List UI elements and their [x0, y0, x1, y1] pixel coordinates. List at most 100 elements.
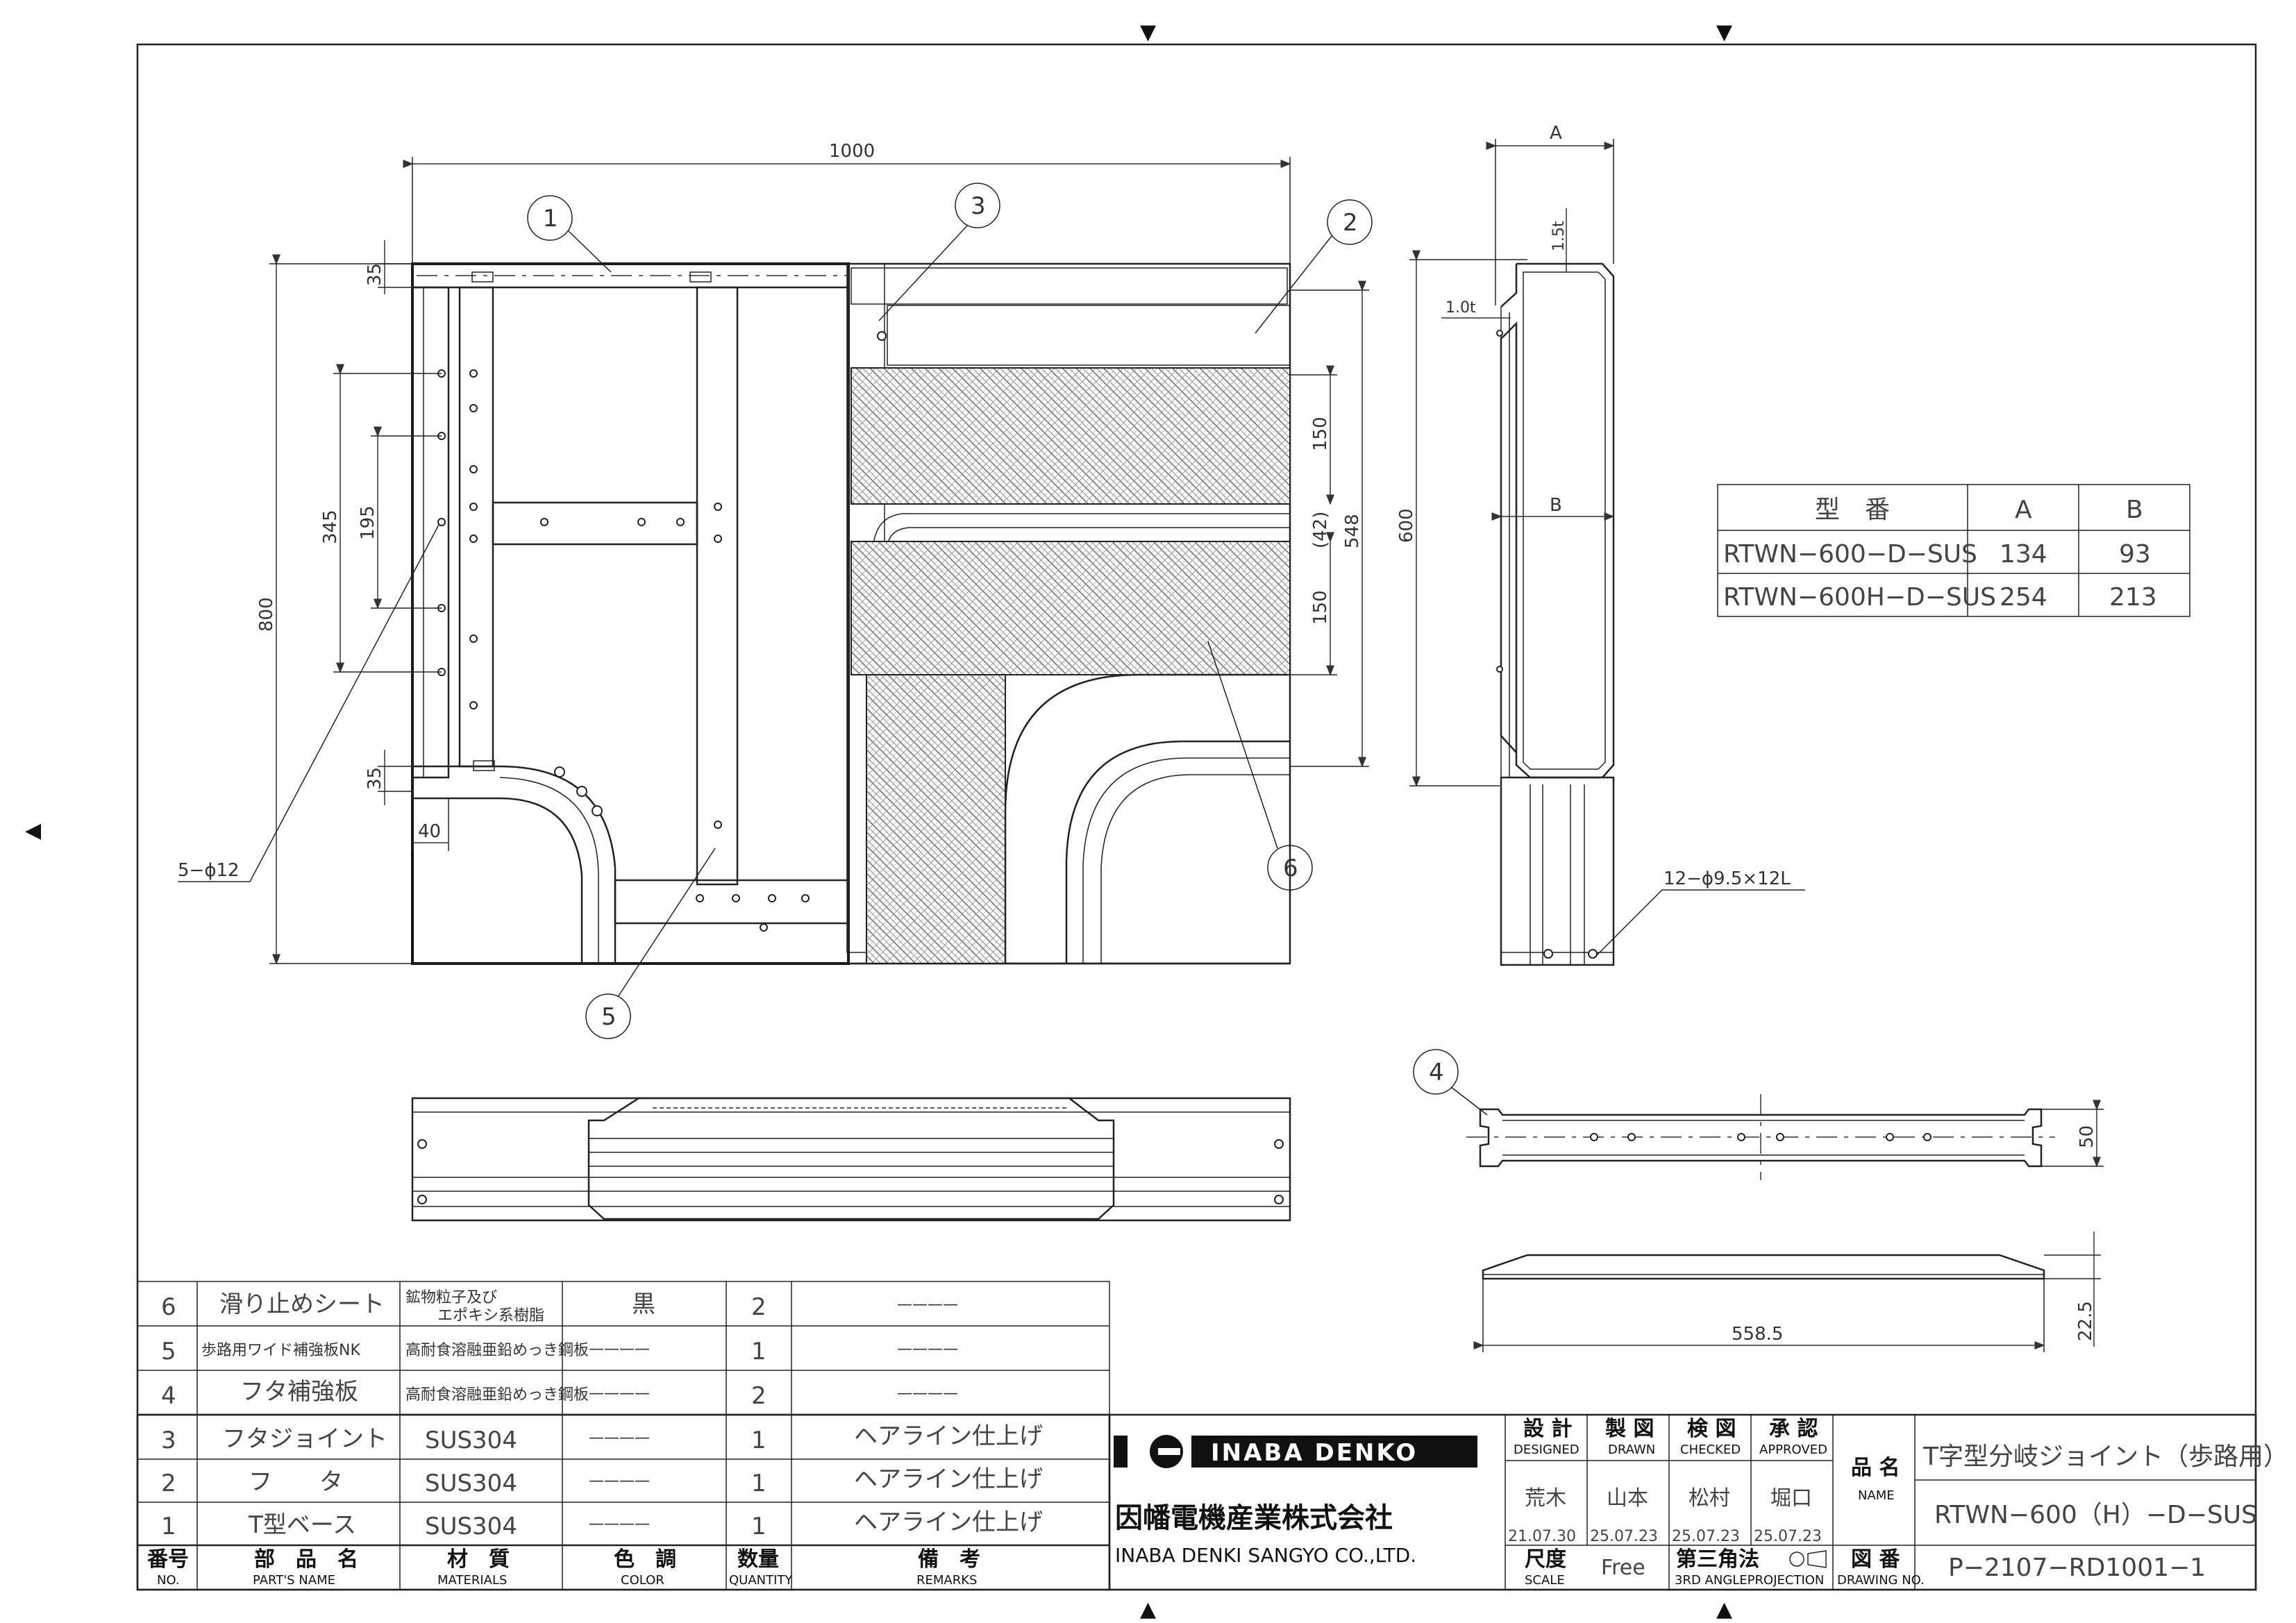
- approver-date: 25.07.23: [1754, 1528, 1822, 1545]
- part-3-qty: 1: [751, 1427, 766, 1454]
- part-6-name: 滑り止めシート: [219, 1290, 385, 1318]
- part-3-no: 3: [161, 1427, 176, 1454]
- balloon-group: 1 2 3 4 5 6: [527, 183, 1488, 1116]
- part-2-no: 2: [161, 1470, 176, 1497]
- part-2-qty: 1: [751, 1470, 766, 1497]
- center-marker-left: ◀: [25, 818, 41, 843]
- part-1-no: 1: [161, 1513, 176, 1540]
- dim-height-800: 800: [256, 597, 277, 632]
- center-marker-bottom-right: ▲: [1716, 1597, 1732, 1622]
- company-name-jp: 因幡電機産業株式会社: [1115, 1502, 1393, 1534]
- designer-name: 荒木: [1525, 1486, 1566, 1511]
- parts-list: 6 滑り止めシート 鉱物粒子及び エポキシ系樹脂 黒 2 ———— 5 歩路用ワ…: [136, 1281, 1111, 1591]
- parts-header-color-en: COLOR: [621, 1573, 664, 1588]
- part-3-remarks: ヘアライン仕上げ: [854, 1422, 1043, 1450]
- part-1-color: ————: [589, 1515, 650, 1533]
- title-block: INABA DENKO 因幡電機産業株式会社 INABA DENKI SANGY…: [1108, 1413, 2288, 1591]
- drafter-date: 25.07.23: [1590, 1528, 1658, 1545]
- front-view: [411, 1097, 1291, 1222]
- part-6-color: 黒: [632, 1290, 655, 1318]
- dim-depth-548: 548: [1342, 514, 1363, 548]
- center-marker-top-left: ▼: [1140, 20, 1156, 44]
- dim-gap-42: (42): [1310, 512, 1331, 548]
- balloon-6: 6: [1283, 855, 1298, 882]
- checked-label-en: CHECKED: [1680, 1443, 1741, 1457]
- name-label-en: NAME: [1858, 1488, 1895, 1503]
- approved-label-jp: 承 認: [1769, 1417, 1818, 1441]
- note-holes-right: 12−ϕ9.5×12L: [1664, 868, 1791, 889]
- balloon-1: 1: [543, 205, 558, 233]
- model-table-row2-b: 213: [2109, 583, 2157, 612]
- center-marker-top-right: ▼: [1716, 20, 1732, 44]
- drawing-no-label-jp: 図 番: [1851, 1547, 1900, 1572]
- projection-symbol-icon: [1789, 1551, 1804, 1567]
- part-3-color: ————: [589, 1429, 650, 1447]
- part-4-name: フタ補強板: [240, 1378, 358, 1406]
- dim-overall-width: 1000: [829, 141, 875, 162]
- approved-label-en: APPROVED: [1759, 1443, 1827, 1457]
- side-view: A B 1.5t 1.0t 600 12−ϕ9.5×12L: [1396, 123, 1805, 966]
- dim-height-50: 50: [2077, 1125, 2097, 1148]
- scale-value: Free: [1601, 1556, 1645, 1580]
- drawing-no-label-en: DRAWING NO.: [1837, 1573, 1925, 1588]
- note-holes-left: 5−ϕ12: [178, 860, 240, 881]
- designed-label-jp: 設 計: [1523, 1417, 1572, 1441]
- part-5-no: 5: [161, 1338, 176, 1365]
- parts-header-remarks-en: REMARKS: [916, 1573, 977, 1588]
- dim-upper-150: 150: [1310, 417, 1331, 451]
- projection-label-jp: 第三角法: [1676, 1547, 1759, 1572]
- part-2-material: SUS304: [425, 1470, 517, 1497]
- checker-date: 25.07.23: [1672, 1528, 1740, 1545]
- parts-header-no-jp: 番号: [147, 1547, 189, 1572]
- part-6-remarks: ————: [897, 1296, 958, 1313]
- dim-thickness-15: 1.5t: [1550, 221, 1568, 251]
- model-table-row2-model: RTWN−600H−D−SUS: [1723, 583, 1996, 612]
- dim-height-225: 22.5: [2075, 1301, 2096, 1341]
- part-4-no: 4: [161, 1382, 176, 1410]
- part-1-qty: 1: [751, 1513, 766, 1540]
- model-table-row1-b: 93: [2119, 540, 2151, 569]
- designed-label-en: DESIGNED: [1514, 1443, 1579, 1457]
- balloon-5: 5: [601, 1003, 617, 1031]
- part-5-color: ————: [589, 1340, 650, 1358]
- part-4-material: 高耐食溶融亜鉛めっき鋼板: [405, 1386, 589, 1404]
- balloon-3: 3: [971, 192, 986, 220]
- dim-side-600: 600: [1396, 508, 1417, 543]
- name-label-jp: 品 名: [1851, 1456, 1900, 1480]
- dim-lower-150: 150: [1310, 590, 1331, 625]
- designer-date: 21.07.30: [1508, 1528, 1576, 1545]
- scale-label-en: SCALE: [1525, 1573, 1565, 1588]
- part-5-qty: 1: [751, 1338, 766, 1365]
- part-4-remarks: ————: [897, 1385, 958, 1402]
- plan-view: 1000 800 345 195 35 35 40 150 (42) 150: [178, 141, 1369, 965]
- part-6-material-line2: エポキシ系樹脂: [437, 1307, 544, 1325]
- part-2-remarks: ヘアライン仕上げ: [854, 1465, 1043, 1493]
- parts-header-no-en: NO.: [157, 1573, 180, 1588]
- part-1-remarks: ヘアライン仕上げ: [854, 1508, 1043, 1536]
- dim-bottom-35: 35: [364, 767, 385, 790]
- dim-top-35: 35: [364, 263, 385, 286]
- balloon-2: 2: [1343, 209, 1358, 237]
- parts-header-color-jp: 色 調: [614, 1547, 676, 1572]
- model-table-row1-model: RTWN−600−D−SUS: [1723, 540, 1977, 569]
- model-table-row2-a: 254: [2000, 583, 2047, 612]
- part-1-material: SUS304: [425, 1513, 517, 1540]
- joint-plate-detail: 558.5 22.5: [1473, 1231, 2101, 1352]
- model-table-header-a: A: [2015, 496, 2032, 524]
- dim-a: A: [1550, 123, 1562, 144]
- projection-label-en: 3RD ANGLEPROJECTION: [1675, 1573, 1824, 1588]
- part-5-remarks: ————: [897, 1340, 958, 1358]
- dim-left-40: 40: [418, 821, 441, 842]
- part-6-material-line1: 鉱物粒子及び: [405, 1289, 497, 1306]
- balloon-4: 4: [1429, 1059, 1444, 1086]
- model-table-row1-a: 134: [2000, 540, 2047, 569]
- product-code: RTWN−600（H）−D−SUS: [1934, 1501, 2257, 1529]
- part-5-name: 歩路用ワイド補強板NK: [201, 1342, 360, 1359]
- part-3-material: SUS304: [425, 1427, 517, 1454]
- scale-label-jp: 尺度: [1525, 1547, 1566, 1572]
- approver-name: 堀口: [1770, 1486, 1812, 1511]
- part-2-color: ————: [589, 1472, 650, 1490]
- parts-header-name-jp: 部 品 名: [254, 1547, 358, 1572]
- parts-header-material-jp: 材 質: [447, 1547, 510, 1572]
